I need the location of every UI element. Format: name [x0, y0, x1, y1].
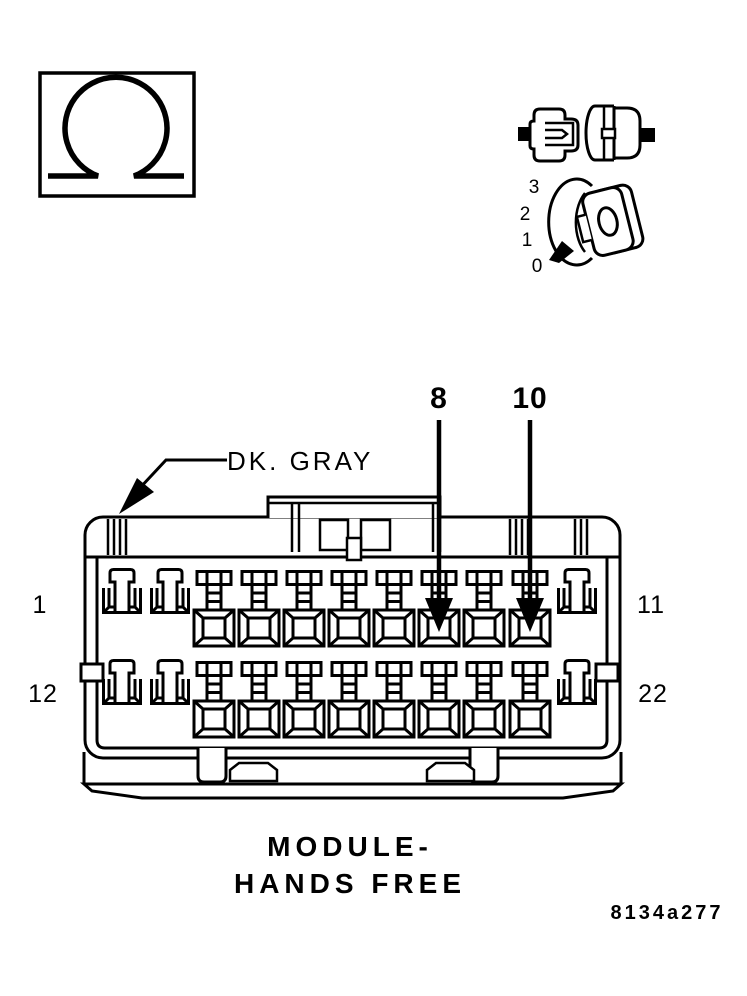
- pin-callouts: 8 10: [425, 382, 547, 632]
- arrowhead-8-icon: [425, 598, 453, 632]
- caption-line-1: MODULE-: [267, 831, 433, 862]
- ignition-pos-3: 3: [529, 177, 540, 198]
- connector-lock-tab: [266, 495, 442, 562]
- color-leader-line: [136, 458, 227, 492]
- row1-first-pin-label: 1: [33, 591, 48, 619]
- ohmmeter-symbol-box: [38, 71, 196, 198]
- position-pointer-icon: [549, 241, 574, 263]
- color-arrowhead-icon: [119, 478, 154, 514]
- caption-line-2: HANDS FREE: [234, 868, 466, 899]
- connector-face-diagram: [79, 495, 625, 800]
- callout-label-8: 8: [430, 382, 448, 415]
- pin-17: [327, 661, 371, 739]
- row2-first-pin-label: 12: [28, 680, 58, 708]
- pin-11: [557, 568, 597, 614]
- pin-20: [462, 661, 506, 739]
- connector-pair-icon: [518, 104, 655, 163]
- callout-label-10: 10: [512, 382, 547, 415]
- arrowhead-10-icon: [516, 598, 544, 632]
- pin-19: [417, 661, 461, 739]
- pin-9: [462, 570, 506, 648]
- pin-7: [372, 570, 416, 648]
- pin-1: [102, 568, 142, 614]
- ignition-switch-icon: 3 2 1 0: [520, 177, 645, 277]
- connector-base-detail: [80, 748, 625, 800]
- pin-3: [192, 570, 236, 648]
- pin-12: [102, 659, 142, 705]
- right-latch-bump: [594, 662, 620, 683]
- row1-last-pin-label: 11: [637, 591, 665, 619]
- left-latch-bump: [79, 662, 105, 683]
- rotation-dial-arc: [547, 177, 594, 267]
- pin-6: [327, 570, 371, 648]
- connector-half-male: [528, 107, 580, 163]
- pin-21: [508, 661, 552, 739]
- pin-4: [237, 570, 281, 648]
- pin-22: [557, 659, 597, 705]
- pin-5: [282, 570, 326, 648]
- ignition-pos-2: 2: [520, 204, 531, 225]
- pin-13: [150, 659, 190, 705]
- row2-last-pin-label: 22: [638, 680, 668, 708]
- pin-18: [372, 661, 416, 739]
- pin-15: [237, 661, 281, 739]
- connector-color-label: DK. GRAY: [227, 446, 373, 476]
- ohmmeter-box-border: [38, 71, 196, 198]
- pin-14: [192, 661, 236, 739]
- wire-stub-right: [640, 128, 655, 142]
- color-callout: DK. GRAY: [119, 446, 373, 514]
- pin-2: [150, 568, 190, 614]
- ignition-pos-1: 1: [522, 230, 533, 251]
- ohm-symbol-icon: [48, 74, 184, 179]
- figure-code: 8134a277: [611, 902, 724, 924]
- pin-16: [282, 661, 326, 739]
- ignition-pos-0: 0: [532, 256, 543, 277]
- key-icon: [575, 183, 645, 257]
